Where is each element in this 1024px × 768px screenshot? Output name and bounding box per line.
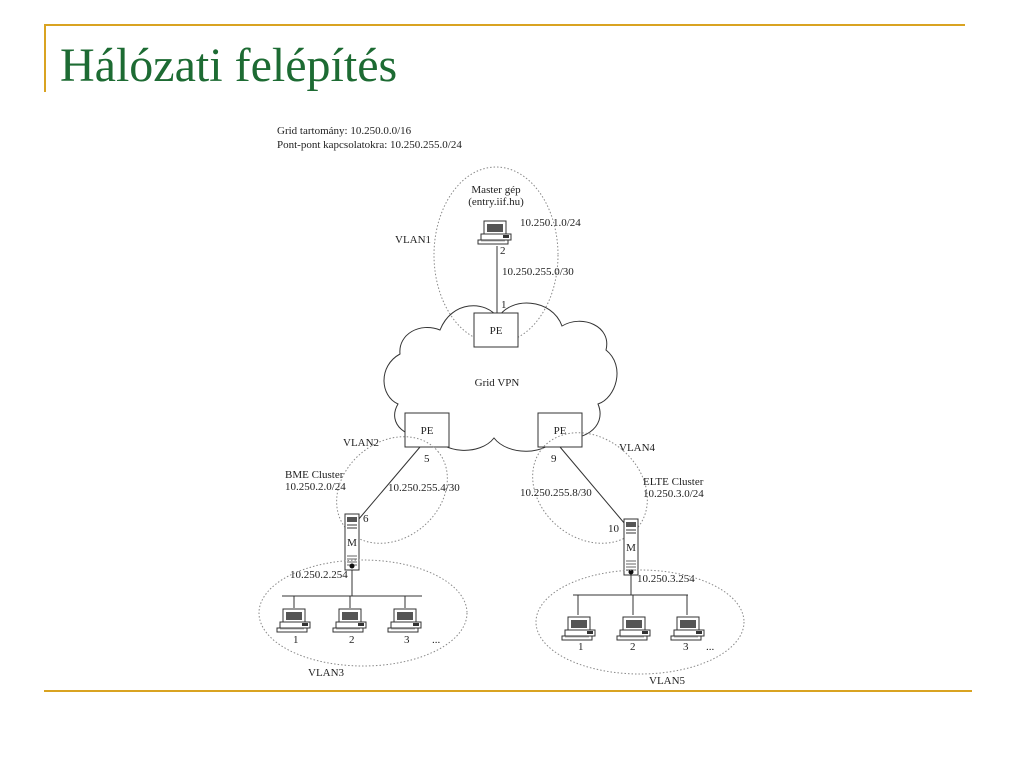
elte-gateway: 10.250.3.254 [637, 573, 695, 585]
vlan4-label: VLAN4 [619, 442, 656, 454]
master-computer-icon [477, 220, 512, 245]
elte-host-3-label: 3 [683, 641, 689, 653]
elte-pe-port: 9 [551, 453, 557, 465]
master-subnet: 10.250.1.0/24 [520, 217, 581, 229]
bme-cluster-name: BME Cluster [285, 469, 344, 481]
bme-more-hosts: ... [432, 634, 441, 646]
vlan2-label: VLAN2 [343, 437, 379, 449]
bme-host-3-computer-icon [387, 608, 422, 633]
elte-cluster-subnet: 10.250.3.0/24 [643, 488, 704, 500]
pe-top-label: PE [490, 325, 503, 337]
bme-host-1-computer-icon [276, 608, 311, 633]
side-accent-rule [44, 24, 46, 92]
vlan3-label: VLAN3 [308, 667, 345, 679]
pe-left-label: PE [421, 425, 434, 437]
bme-router-port: 6 [363, 513, 369, 525]
elte-host-1-computer-icon [561, 616, 596, 641]
bme-gateway-dot [349, 563, 355, 569]
elte-cluster-name: ELTE Cluster [643, 476, 704, 488]
top-accent-rule [44, 24, 965, 26]
bottom-accent-rule [44, 690, 972, 692]
elte-host-2-computer-icon [616, 616, 651, 641]
vlan1-region [433, 166, 559, 344]
vlan5-label: VLAN5 [649, 675, 686, 687]
bme-link-subnet: 10.250.255.4/30 [388, 482, 460, 494]
bme-pe-port: 5 [424, 453, 430, 465]
bme-cluster-subnet: 10.250.2.0/24 [285, 481, 346, 493]
bme-host-2-computer-icon [332, 608, 367, 633]
diagram-header-line-2: Pont-pont kapcsolatokra: 10.250.255.0/24 [277, 139, 462, 151]
master-port: 2 [500, 245, 506, 257]
bme-router-label: M [347, 537, 357, 549]
slide-title: Hálózati felépítés [60, 39, 398, 92]
diagram-header-line-1: Grid tartomány: 10.250.0.0/16 [277, 125, 412, 137]
master-link-port: 1 [501, 299, 507, 311]
elte-router-label: M [626, 542, 636, 554]
elte-host-1-label: 1 [578, 641, 584, 653]
pe-left [404, 412, 450, 448]
bme-host-3-label: 3 [404, 634, 410, 646]
master-host: (entry.iif.hu) [468, 196, 524, 208]
vlan3-region [258, 559, 468, 667]
elte-host-2-label: 2 [630, 641, 636, 653]
vlan2-region [336, 436, 448, 544]
elte-uplink [559, 446, 626, 525]
vlan1-label: VLAN1 [395, 234, 431, 246]
master-title: Master gép [471, 184, 521, 196]
elte-link-subnet: 10.250.255.8/30 [520, 487, 592, 499]
grid-vpn-label: Grid VPN [475, 377, 520, 389]
bme-host-1-label: 1 [293, 634, 299, 646]
elte-host-3-computer-icon [670, 616, 705, 641]
pe-top [473, 312, 519, 348]
bme-gateway: 10.250.2.254 [290, 569, 348, 581]
elte-more-hosts: ... [706, 641, 715, 653]
master-link-subnet: 10.250.255.0/30 [502, 266, 574, 278]
bme-host-2-label: 2 [349, 634, 355, 646]
elte-gateway-dot [628, 569, 634, 575]
pe-right-label: PE [554, 425, 567, 437]
vlan5-region [535, 569, 745, 675]
pe-right [537, 412, 583, 448]
elte-router-port: 10 [608, 523, 620, 535]
bme-uplink [357, 446, 421, 521]
